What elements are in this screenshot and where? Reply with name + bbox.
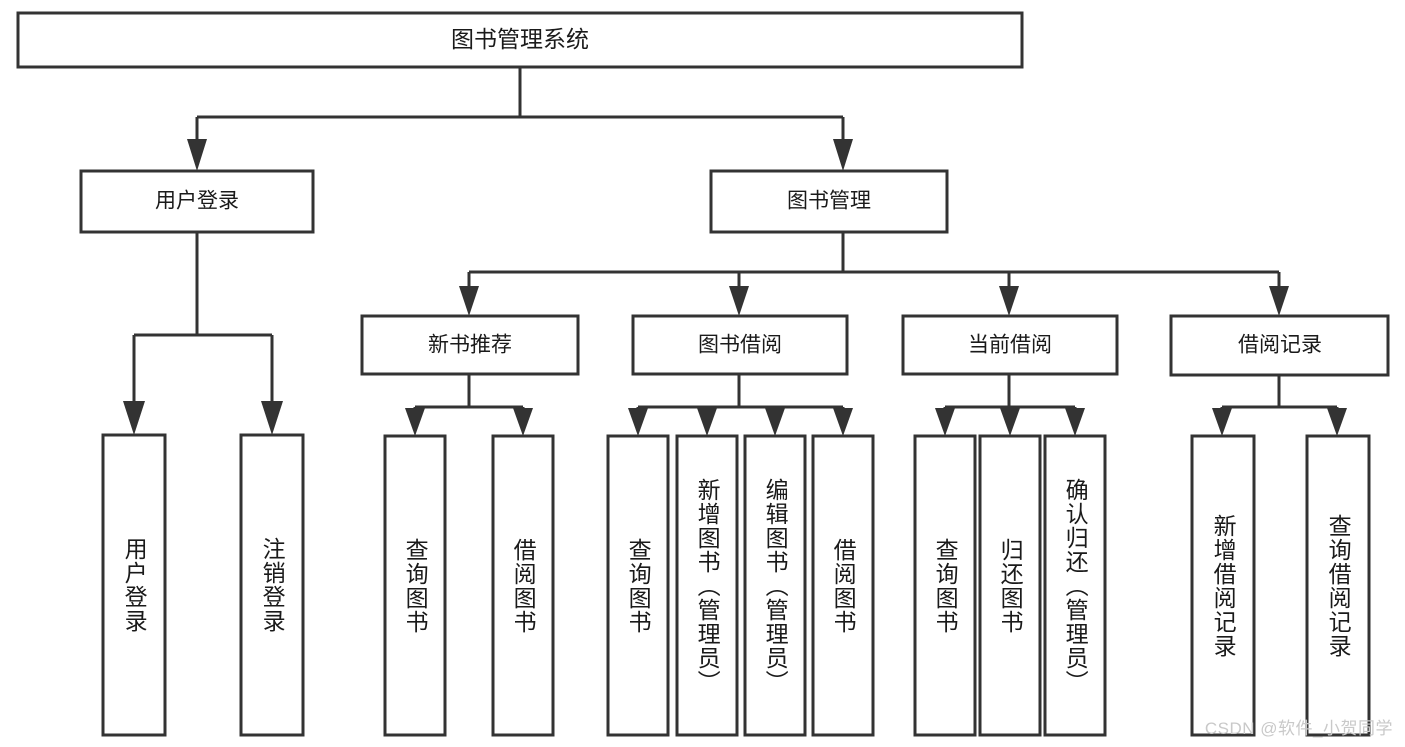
node-book-manage-label: 图书管理 bbox=[787, 190, 871, 213]
leaf-borrow-book-1-box[interactable] bbox=[491, 434, 555, 737]
arrow-to-book-borrow bbox=[729, 286, 749, 316]
arrow-to-leaf-query-book-1 bbox=[405, 408, 425, 436]
arrow-to-leaf-query-book-2 bbox=[628, 408, 648, 436]
leaf-user-login-box[interactable] bbox=[101, 433, 167, 737]
arrow-to-leaf-add-book bbox=[697, 408, 717, 436]
leaf-return-book-box[interactable] bbox=[978, 434, 1042, 737]
arrow-to-leaf-add-record bbox=[1212, 408, 1232, 436]
arrow-to-leaf-borrow-book-2 bbox=[833, 408, 853, 436]
node-book-borrow-label: 图书借阅 bbox=[698, 334, 782, 357]
node-root-box[interactable] bbox=[16, 11, 1024, 69]
arrow-to-new-book-recommend bbox=[459, 286, 479, 316]
leaf-boxes-borrow-record bbox=[1190, 434, 1371, 737]
leaf-borrow-book-2-box[interactable] bbox=[811, 434, 875, 737]
node-book-borrow-box[interactable] bbox=[631, 314, 849, 376]
node-user-login-label: 用户登录 bbox=[155, 190, 239, 213]
leaf-boxes-current-borrow bbox=[913, 434, 1107, 737]
leaf-query-record-box[interactable] bbox=[1305, 434, 1371, 737]
leaf-boxes-book-borrow bbox=[606, 434, 875, 737]
arrow-to-current-borrow bbox=[999, 286, 1019, 316]
arrow-to-leaf-user-login bbox=[123, 401, 145, 435]
node-current-borrow-label: 当前借阅 bbox=[968, 334, 1052, 357]
arrow-to-leaf-edit-book bbox=[765, 408, 785, 436]
arrow-to-leaf-logout bbox=[261, 401, 283, 435]
connector-group-root bbox=[187, 67, 853, 171]
arrow-to-leaf-query-record bbox=[1327, 408, 1347, 436]
connector-group-book-borrow bbox=[628, 374, 853, 436]
arrow-to-borrow-record bbox=[1269, 286, 1289, 316]
connector-group-book-manage bbox=[459, 232, 1289, 316]
arrow-to-leaf-return-book bbox=[1000, 408, 1020, 436]
csdn-watermark: CSDN @软件_小贺同学 bbox=[1204, 719, 1393, 738]
arrow-to-leaf-confirm-return bbox=[1065, 408, 1085, 436]
connector-group-current-borrow bbox=[935, 374, 1085, 436]
leaf-edit-book-box[interactable] bbox=[743, 434, 807, 737]
node-current-borrow-box[interactable] bbox=[901, 314, 1119, 376]
leaf-add-book-box[interactable] bbox=[675, 434, 739, 737]
connector-group-borrow-record bbox=[1212, 375, 1347, 436]
node-borrow-record-box[interactable] bbox=[1169, 314, 1390, 377]
node-borrow-record-label: 借阅记录 bbox=[1238, 334, 1322, 357]
leaf-logout-box[interactable] bbox=[239, 433, 305, 737]
leaf-boxes-user-login bbox=[101, 433, 305, 737]
arrow-to-leaf-borrow-book-1 bbox=[513, 408, 533, 436]
node-new-book-recommend-label: 新书推荐 bbox=[428, 334, 512, 357]
leaf-add-record-box[interactable] bbox=[1190, 434, 1256, 737]
arrow-to-user-login bbox=[187, 139, 207, 171]
leaf-confirm-return-box[interactable] bbox=[1043, 434, 1107, 737]
leaf-query-book-3-box[interactable] bbox=[913, 434, 977, 737]
leaf-query-book-1-box[interactable] bbox=[383, 434, 447, 737]
node-user-login-box[interactable] bbox=[79, 169, 315, 234]
node-root-label: 图书管理系统 bbox=[451, 26, 589, 52]
connector-group-new-book-recommend bbox=[405, 374, 533, 436]
leaf-boxes-new-book-recommend bbox=[383, 434, 555, 737]
connector-group-user-login bbox=[123, 232, 283, 435]
node-new-book-recommend-box[interactable] bbox=[360, 314, 580, 376]
leaf-query-book-2-box[interactable] bbox=[606, 434, 670, 737]
arrow-to-book-manage bbox=[833, 139, 853, 171]
node-book-manage-box[interactable] bbox=[709, 169, 949, 234]
arrow-to-leaf-query-book-3 bbox=[935, 408, 955, 436]
